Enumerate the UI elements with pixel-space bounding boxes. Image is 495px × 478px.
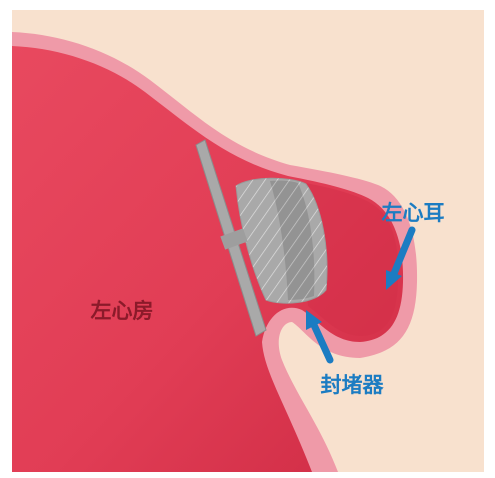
label-left-atrium: 左心房: [91, 299, 154, 323]
label-left-atrial-appendage: 左心耳: [382, 201, 445, 225]
label-occluder: 封堵器: [321, 373, 385, 397]
